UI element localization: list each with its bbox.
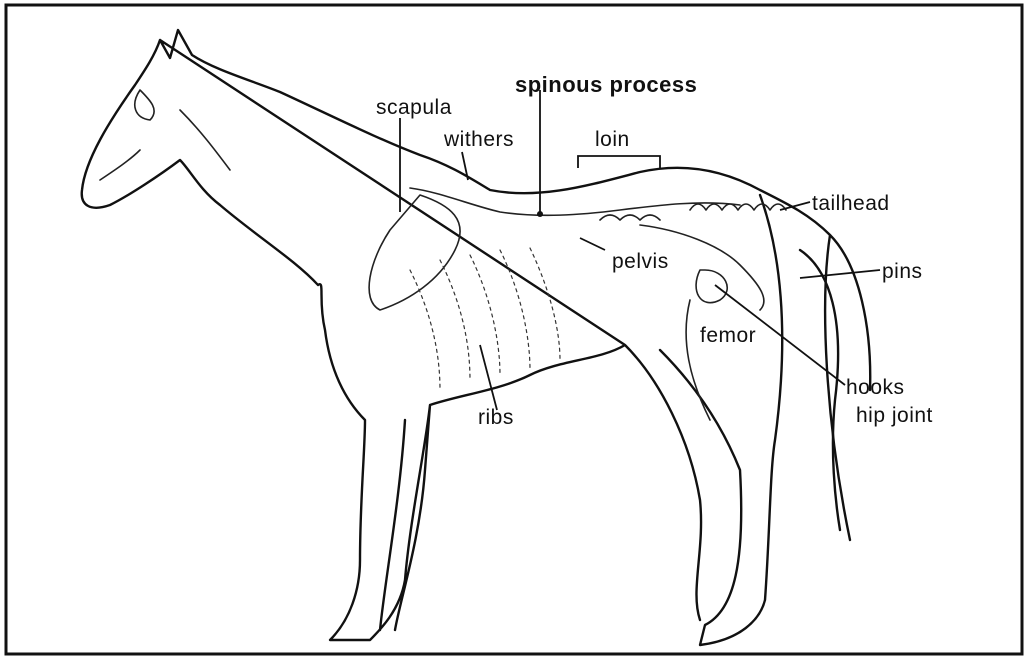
label-pins: pins [882, 260, 923, 284]
tail [800, 250, 840, 530]
spinous-dot [537, 211, 543, 217]
head-sketch [100, 90, 230, 180]
label-ribs: ribs [478, 406, 514, 430]
label-femor: femor [700, 324, 756, 348]
label-spinous-process: spinous process [515, 72, 697, 98]
pins-leader [800, 270, 880, 278]
label-hip-joint: hip joint [856, 404, 933, 428]
label-pelvis: pelvis [612, 250, 669, 274]
scapula-sketch [369, 195, 460, 310]
ribs-sketch [410, 248, 560, 390]
pelvis-leader [580, 238, 605, 250]
loin-bracket [578, 156, 660, 168]
ribs-leader [480, 345, 497, 410]
label-hooks: hooks [846, 376, 905, 400]
label-tailhead: tailhead [812, 192, 890, 216]
spine-sketch [410, 188, 786, 220]
label-loin: loin [595, 128, 630, 152]
label-withers: withers [444, 128, 514, 152]
frame-border [6, 5, 1022, 654]
label-scapula: scapula [376, 96, 452, 120]
